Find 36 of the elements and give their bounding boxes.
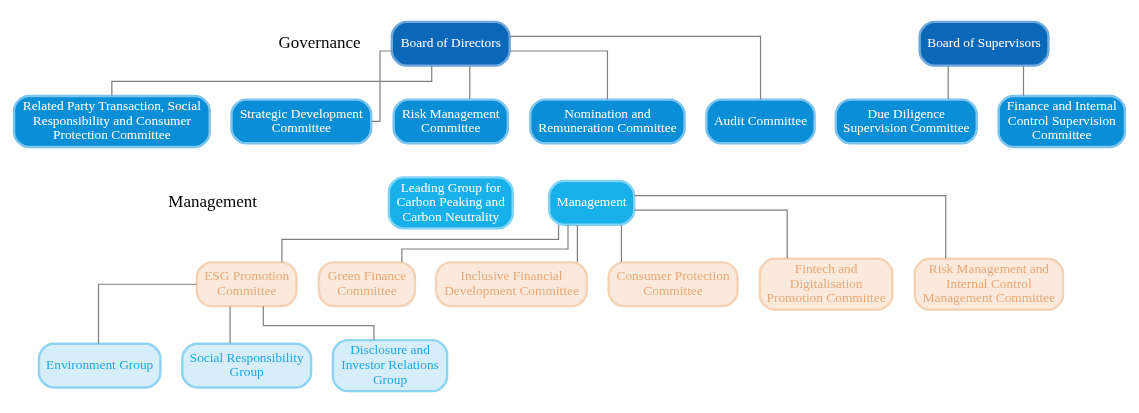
node-box: Board of Supervisors	[918, 20, 1050, 67]
node-box: Risk Management Committee	[392, 98, 510, 145]
connector	[469, 65, 471, 100]
connector	[620, 224, 623, 263]
node-box: Leading Group for Carbon Peaking and Carbon Neutrality	[387, 176, 514, 230]
node-box: Due Diligence Supervision Committee	[834, 98, 978, 145]
node-box: Green Finance Committee	[317, 261, 417, 308]
node-box: Audit Committee	[705, 98, 816, 145]
node-box: Environment Group	[37, 342, 162, 389]
node-box: Related Party Transaction, Social Responsibility and Consumer Protection Committee	[12, 94, 211, 149]
node-box: Finance and Internal Control Supervision Committee	[997, 94, 1127, 149]
connector	[370, 50, 393, 123]
connector	[947, 65, 949, 100]
connector	[281, 224, 560, 263]
node-box: Social Responsibility Group	[181, 342, 313, 389]
connector	[576, 224, 578, 263]
node-box: Board of Directors	[390, 20, 511, 67]
label: Governance	[278, 33, 361, 53]
connector	[509, 50, 609, 101]
node-box: Risk Management and Internal Control Management Committee	[913, 257, 1065, 311]
connector	[634, 209, 788, 259]
node-box: Strategic Development Committee	[230, 98, 373, 145]
connector	[401, 224, 569, 263]
node-box: Fintech and Digitalisation Promotion Committee	[758, 257, 894, 311]
connector	[229, 305, 231, 344]
node-box: Disclosure and Investor Relations Group	[331, 338, 449, 393]
connector	[509, 35, 762, 101]
node-box: Consumer Protection Committee	[607, 261, 739, 308]
connector	[1022, 65, 1025, 97]
connector	[97, 283, 198, 344]
connector	[633, 194, 947, 260]
label: Management	[168, 192, 258, 212]
node-box: Management	[547, 179, 636, 226]
node-box: Inclusive Financial Development Committee	[434, 261, 589, 308]
node-box: ESG Promotion Committee	[195, 261, 298, 308]
node-box: Nomination and Remuneration Committee	[529, 98, 686, 145]
